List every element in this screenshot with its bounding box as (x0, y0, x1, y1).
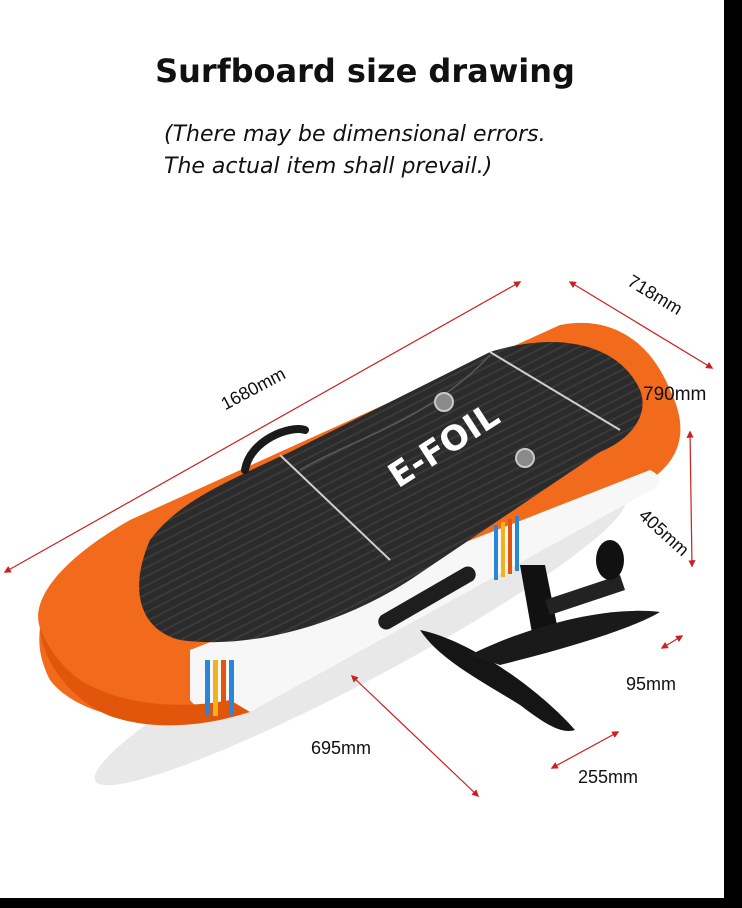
tail-width-arrow (568, 281, 714, 369)
propeller-icon (596, 540, 624, 580)
mast-width-label: 95mm (626, 674, 677, 694)
nose-stripes (205, 660, 234, 716)
hydrofoil-wing (420, 630, 575, 731)
carry-handle-side (378, 566, 476, 630)
surfboard-illustration: E-FOIL 1680mm 718mm 405mm (3, 271, 714, 797)
mast-height-label: 405mm (635, 505, 693, 560)
motor-fuselage (545, 575, 625, 615)
disclaimer-line-1: (There may be dimensional errors. (164, 122, 546, 147)
bolt-icon (434, 392, 454, 412)
mast-width-arrow (660, 635, 684, 649)
fin-width-arrow (550, 731, 620, 769)
tail-width-label: 718mm (624, 271, 686, 319)
fin-chord-arrow (350, 675, 480, 797)
length-arrow (3, 281, 522, 573)
length-label: 1680mm (218, 363, 289, 414)
product-image: E-FOIL 1680mm 718mm 405mm Surfboard size… (0, 0, 724, 898)
fin-width-label: 255mm (578, 767, 639, 787)
bolt-icon (515, 448, 535, 468)
disclaimer-line-2: The actual item shall prevail.) (164, 154, 493, 179)
nose-width-label: 790mm (643, 384, 707, 405)
fin-chord-label: 695mm (311, 738, 372, 758)
page-title: Surfboard size drawing (155, 52, 575, 90)
board-bottom-edge (40, 628, 250, 726)
hydrofoil-rear-wing (470, 610, 660, 665)
nose-width-arrow (686, 430, 696, 568)
